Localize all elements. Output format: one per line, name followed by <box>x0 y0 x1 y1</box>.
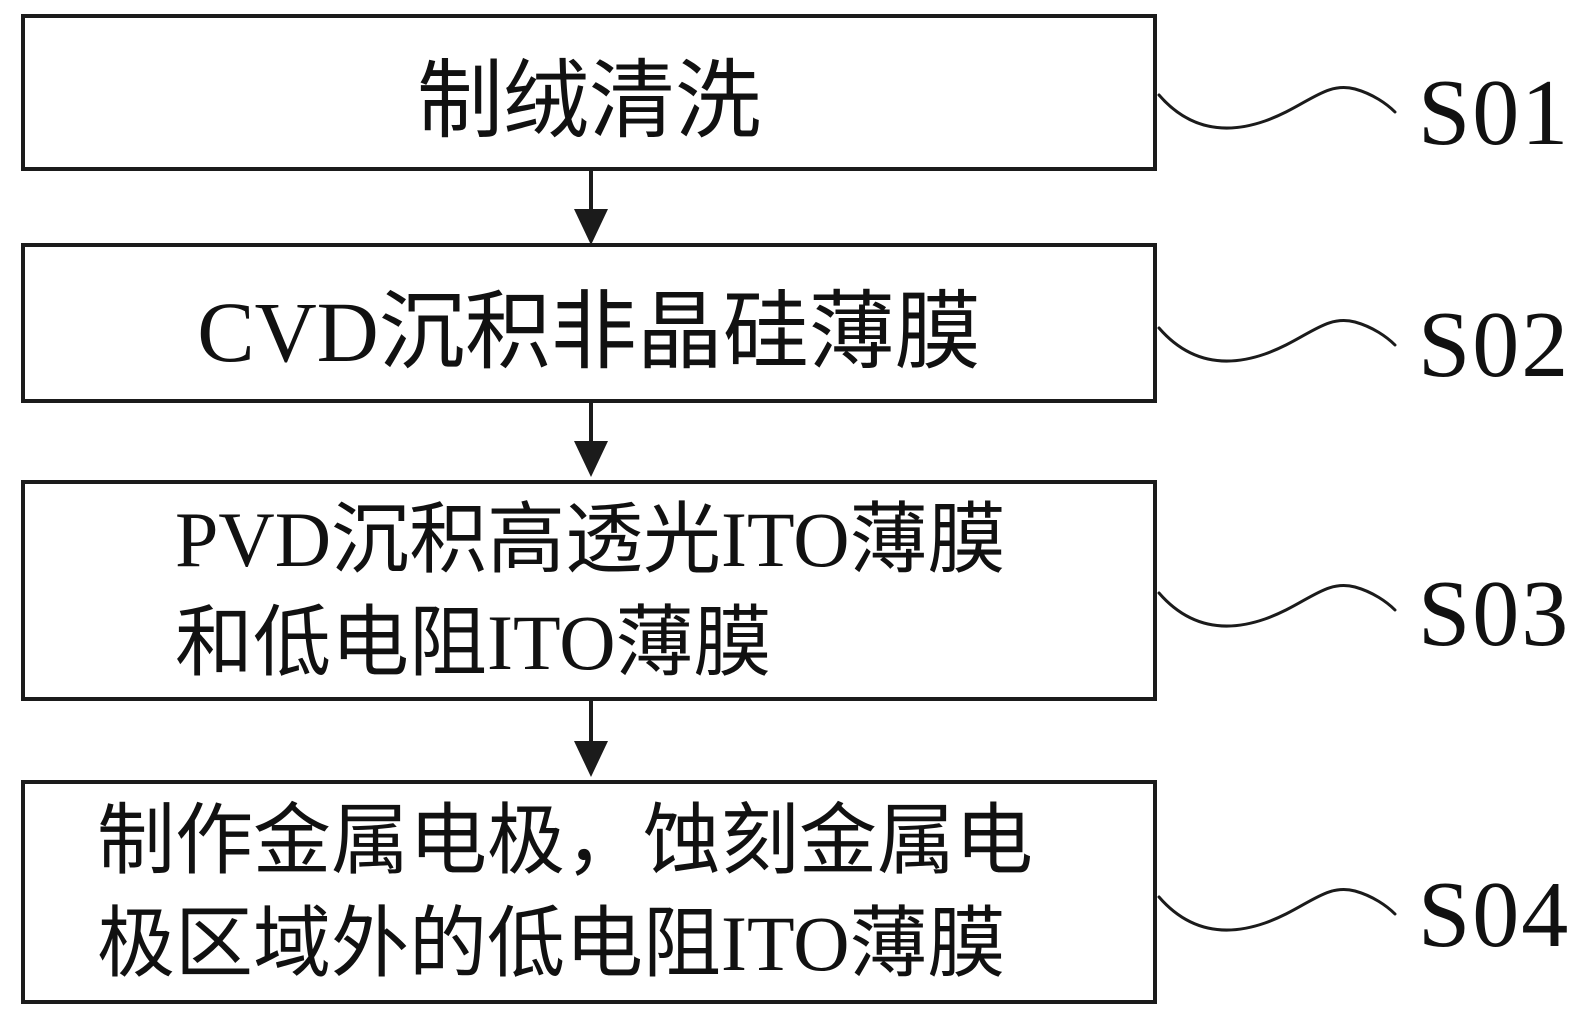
step-label-s03: S03 <box>1418 562 1571 666</box>
arrow-head <box>574 441 608 477</box>
step-box-s02: CVD沉积非晶硅薄膜 <box>21 243 1157 403</box>
arrow-head <box>574 209 608 245</box>
step-text: 极区域外的低电阻ITO薄膜 <box>97 900 1006 987</box>
step-box-s01: 制绒清洗 <box>21 14 1157 171</box>
arrow-shaft <box>589 401 593 441</box>
wavy-connector-s01 <box>1157 86 1397 130</box>
down-arrow-icon <box>572 699 610 777</box>
wavy-connector-s03 <box>1157 584 1397 628</box>
step-label-s04: S04 <box>1418 863 1571 967</box>
step-text: 和低电阻ITO薄膜 <box>175 598 772 686</box>
step-text: 制绒清洗 <box>417 53 761 149</box>
step-text: PVD沉积高透光ITO薄膜 <box>175 495 1006 583</box>
wavy-connector-s02 <box>1157 319 1397 363</box>
down-arrow-icon <box>572 171 610 245</box>
step-box-s03: PVD沉积高透光ITO薄膜 和低电阻ITO薄膜 <box>21 480 1157 701</box>
wavy-connector-s04 <box>1157 888 1397 932</box>
step-label-s02: S02 <box>1418 293 1571 397</box>
step-label-s01: S01 <box>1418 61 1571 165</box>
arrow-head <box>574 741 608 777</box>
step-text: CVD沉积非晶硅薄膜 <box>197 283 981 380</box>
arrow-shaft <box>589 699 593 741</box>
step-text: 制作金属电极，蚀刻金属电 <box>97 797 1034 884</box>
arrow-shaft <box>589 171 593 209</box>
step-box-s04: 制作金属电极，蚀刻金属电 极区域外的低电阻ITO薄膜 <box>21 780 1157 1004</box>
down-arrow-icon <box>572 401 610 477</box>
